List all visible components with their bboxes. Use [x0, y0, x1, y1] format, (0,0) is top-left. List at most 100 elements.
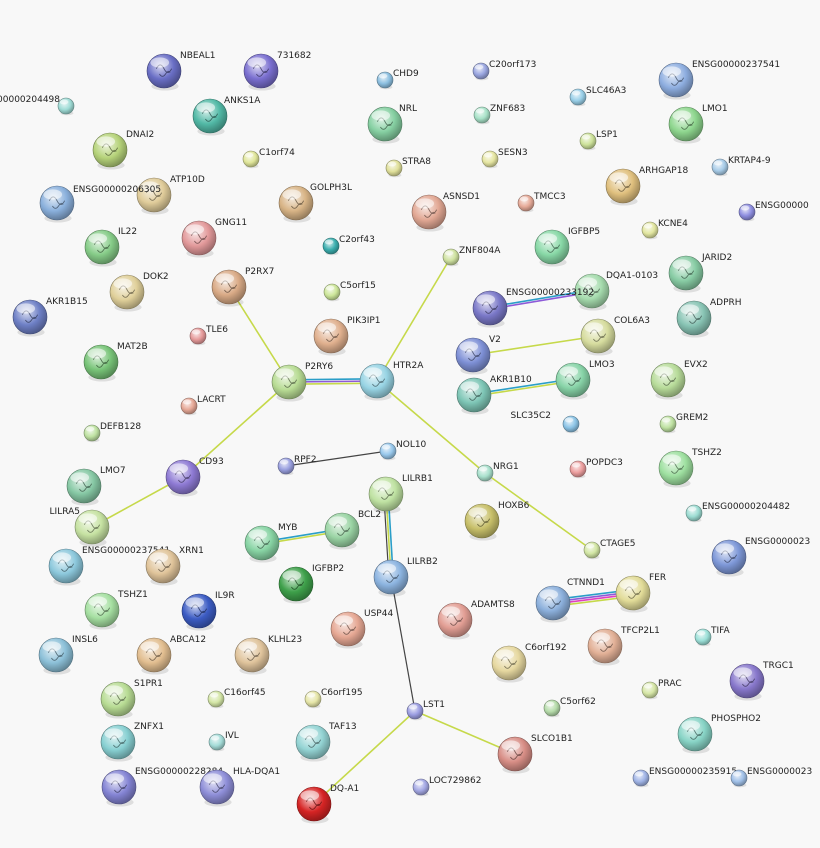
node-gng11[interactable]: GNG11: [181, 218, 247, 258]
node-defb128[interactable]: DEFB128: [83, 422, 141, 443]
node-tshz1[interactable]: TSHZ1: [84, 590, 148, 630]
node-c6orf192[interactable]: C6orf192: [491, 643, 567, 683]
node-dq-a1[interactable]: DQ-A1: [296, 784, 359, 824]
node-c6orf195[interactable]: C6orf195: [304, 688, 363, 709]
node-nrg1[interactable]: NRG1: [476, 462, 519, 483]
node-s1pr1[interactable]: S1PR1: [100, 679, 163, 719]
node-p2rx7[interactable]: P2RX7: [211, 267, 274, 307]
node-p2ry6[interactable]: P2RY6: [271, 362, 333, 402]
node-lilra5[interactable]: LILRA5: [50, 507, 110, 547]
node-tshz2-a[interactable]: TSHZ2: [658, 448, 722, 488]
node-rpf2[interactable]: RPF2: [277, 455, 317, 476]
node-trgc1[interactable]: TRGC1: [729, 661, 794, 701]
node-ensg0000023-a[interactable]: ENSG0000023: [711, 537, 810, 577]
node-atp10d[interactable]: ATP10D: [136, 175, 205, 215]
node-lmo7[interactable]: LMO7: [66, 466, 126, 506]
node-xrn1[interactable]: XRN1: [145, 546, 204, 586]
node-stra8[interactable]: STRA8: [385, 157, 431, 178]
node-c5orf15[interactable]: C5orf15: [323, 281, 376, 302]
node-taf13[interactable]: TAF13: [295, 722, 357, 762]
node-tifa[interactable]: TIFA: [694, 626, 731, 647]
node-slc46a3[interactable]: SLC46A3: [569, 86, 626, 107]
node-krtap4-9[interactable]: KRTAP4-9: [711, 156, 771, 177]
node-phospho2[interactable]: PHOSPHO2: [677, 714, 761, 754]
node-lsp1[interactable]: LSP1: [579, 130, 618, 151]
node-ivl[interactable]: IVL: [208, 731, 239, 752]
node-akr1b15[interactable]: AKR1B15: [12, 297, 88, 337]
node-prac[interactable]: PRAC: [641, 679, 682, 700]
node-evx2[interactable]: EVX2: [650, 360, 708, 400]
node-ensg00000204482[interactable]: ENSG00000204482: [685, 502, 790, 523]
node-jarid2[interactable]: JARID2: [668, 253, 732, 293]
node-chd9[interactable]: CHD9: [376, 69, 419, 90]
node-c1orf74[interactable]: C1orf74: [242, 148, 295, 169]
node-nrl[interactable]: NRL: [367, 104, 417, 144]
node-igfbp2[interactable]: IGFBP2: [278, 564, 344, 604]
node-v2[interactable]: V2: [455, 335, 501, 375]
node-asnsd1[interactable]: ASNSD1: [411, 192, 480, 232]
node-731682[interactable]: 731682: [243, 51, 311, 91]
node-anks1a[interactable]: ANKS1A: [192, 96, 261, 136]
node-ensg00000[interactable]: ENSG00000: [738, 201, 809, 222]
node-lilrb1[interactable]: LILRB1: [368, 474, 433, 514]
node-ensg00000204498[interactable]: ENSG00000204498: [0, 95, 75, 116]
node-lst1[interactable]: LST1: [406, 700, 445, 721]
node-lilrb2[interactable]: LILRB2: [373, 557, 438, 597]
node-c20orf173[interactable]: C20orf173: [472, 60, 536, 81]
node-slc35c2[interactable]: SLC35C2: [511, 411, 580, 434]
node-nol10[interactable]: NOL10: [379, 440, 427, 461]
node-loc729862[interactable]: LOC729862: [412, 776, 481, 797]
node-znf683[interactable]: ZNF683: [473, 104, 525, 125]
node-kcne4[interactable]: KCNE4: [641, 219, 688, 240]
node-il22[interactable]: IL22: [84, 227, 137, 267]
node-ensg00000228284[interactable]: ENSG00000228284: [101, 767, 223, 807]
node-abca12[interactable]: ABCA12: [136, 635, 206, 675]
node-ensg00000233192[interactable]: ENSG00000233192: [472, 288, 594, 328]
node-adamts8[interactable]: ADAMTS8: [437, 600, 515, 640]
node-ctage5[interactable]: CTAGE5: [583, 539, 635, 560]
node-popdc3[interactable]: POPDC3: [569, 458, 623, 479]
node-dqa1-0103[interactable]: DQA1-0103: [574, 271, 658, 311]
node-arhgap18[interactable]: ARHGAP18: [605, 166, 688, 206]
node-tle6[interactable]: TLE6: [189, 325, 228, 346]
node-klhl23[interactable]: KLHL23: [234, 635, 302, 675]
node-igfbp5[interactable]: IGFBP5: [534, 227, 600, 267]
node-ctnnd1[interactable]: CTNND1: [535, 578, 605, 623]
node-il9r[interactable]: IL9R: [181, 591, 235, 631]
node-adprh[interactable]: ADPRH: [676, 298, 742, 338]
node-tfcp2l1[interactable]: TFCP2L1: [587, 626, 660, 666]
node-nbeal1[interactable]: NBEAL1: [146, 51, 216, 91]
node-lacrt[interactable]: LACRT: [180, 395, 226, 416]
node-znfx1[interactable]: ZNFX1: [100, 722, 164, 762]
node-mat2b[interactable]: MAT2B: [83, 342, 148, 382]
node-lmo1[interactable]: LMO1: [668, 104, 728, 144]
node-golph3l[interactable]: GOLPH3L: [278, 183, 352, 223]
node-ensg00000206305[interactable]: ENSG00000206305: [39, 185, 161, 223]
node-fer[interactable]: FER: [615, 573, 666, 613]
node-c16orf45[interactable]: C16orf45: [207, 688, 266, 709]
node-usp44[interactable]: USP44: [330, 609, 393, 649]
node-pik3ip1[interactable]: PIK3IP1: [313, 316, 381, 356]
node-insl6[interactable]: INSL6: [38, 635, 98, 675]
node-ensg00000237541-a[interactable]: ENSG00000237541: [658, 60, 780, 100]
node-hoxb6[interactable]: HOXB6: [464, 501, 530, 541]
node-slco1b1[interactable]: SLCO1B1: [497, 734, 573, 774]
node-ensg00000237541-b[interactable]: ENSG00000237541: [48, 546, 170, 586]
node-tmcc3[interactable]: TMCC3: [517, 192, 566, 213]
node-cd93[interactable]: CD93: [165, 457, 224, 497]
node-myb[interactable]: MYB: [244, 523, 297, 563]
node-dnai2[interactable]: DNAI2: [92, 130, 154, 170]
node-znf804a[interactable]: ZNF804A: [442, 246, 501, 267]
node-c5orf62[interactable]: C5orf62: [543, 697, 596, 718]
node-ensg0000023-b[interactable]: ENSG0000023: [730, 767, 812, 788]
node-htr2a[interactable]: HTR2A: [359, 361, 424, 401]
node-lmo3[interactable]: LMO3: [555, 360, 615, 400]
node-col6a3[interactable]: COL6A3: [580, 316, 650, 356]
node-akr1b10[interactable]: AKR1B10: [456, 375, 532, 415]
node-grem2[interactable]: GREM2: [659, 413, 708, 434]
node-sesn3[interactable]: SESN3: [481, 148, 528, 169]
node-dok2[interactable]: DOK2: [109, 272, 169, 312]
node-ensg00000235915[interactable]: ENSG00000235915: [632, 767, 737, 788]
node-hla-dqa1[interactable]: HLA-DQA1: [199, 767, 280, 807]
node-c2orf43[interactable]: C2orf43: [322, 235, 375, 256]
